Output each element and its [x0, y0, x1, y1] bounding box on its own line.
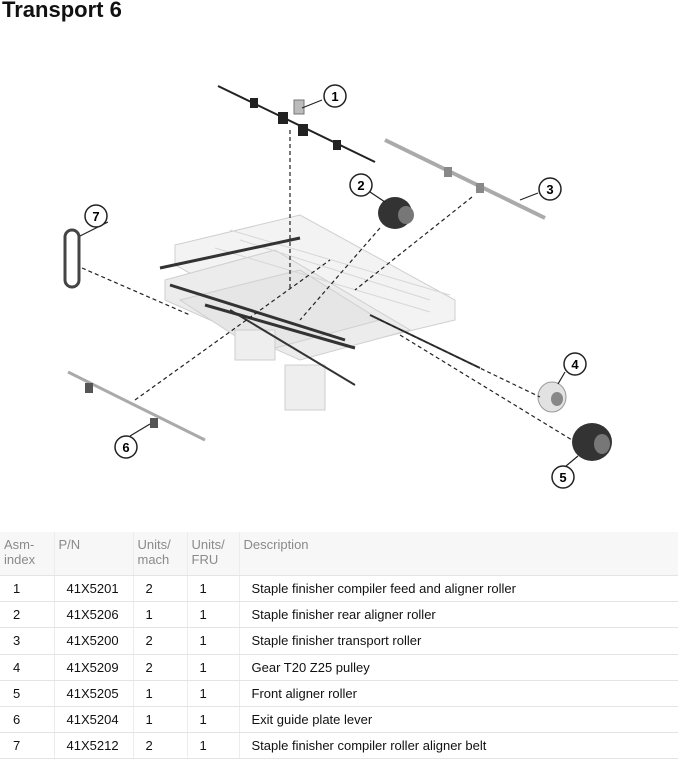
cell-index: 1 — [0, 575, 55, 603]
cell-units-fru: 1 — [187, 627, 240, 655]
cell-pn: 41X5209 — [54, 654, 134, 681]
cell-units-fru: 1 — [187, 575, 240, 603]
cell-index: 7 — [0, 732, 55, 760]
part-7-aligner-belt — [63, 228, 81, 289]
cell-pn: 41X5205 — [54, 680, 134, 707]
cell-description: Exit guide plate lever — [239, 706, 678, 734]
cell-units-fru: 1 — [187, 732, 240, 760]
cell-pn: 41X5204 — [54, 706, 134, 734]
cell-units-fru: 1 — [187, 706, 240, 734]
cell-pn: 41X5212 — [54, 732, 134, 760]
header-pn: P/N — [54, 532, 134, 576]
cell-units-fru: 1 — [187, 601, 240, 629]
cell-description: Staple finisher compiler roller aligner … — [239, 732, 678, 760]
part-5-front-aligner-roller — [572, 423, 612, 461]
table-header-row: Asm-index P/N Units/mach Units/FRU Descr… — [0, 532, 678, 576]
cell-pn: 41X5201 — [54, 575, 134, 603]
table-row: 3 41X5200 2 1 Staple finisher transport … — [0, 627, 678, 655]
transport-assembly — [164, 214, 456, 411]
callout-5-label: 5 — [559, 470, 566, 485]
cell-index: 4 — [0, 654, 55, 681]
cell-units-mach: 1 — [133, 706, 188, 734]
callout-1: 1 — [323, 84, 347, 108]
cell-index: 5 — [0, 680, 55, 707]
part-6-exit-guide-plate-lever — [67, 370, 206, 442]
cell-index: 3 — [0, 627, 55, 655]
cell-units-mach: 1 — [133, 601, 188, 629]
cell-description: Staple finisher transport roller — [239, 627, 678, 655]
cell-units-mach: 2 — [133, 575, 188, 603]
callout-1-label: 1 — [331, 89, 338, 104]
cell-description: Gear T20 Z25 pulley — [239, 654, 678, 681]
callout-5: 5 — [551, 465, 575, 489]
cell-pn: 41X5200 — [54, 627, 134, 655]
table-row: 6 41X5204 1 1 Exit guide plate lever — [0, 706, 678, 734]
part-3-transport-roller — [384, 138, 546, 220]
header-asm-index: Asm-index — [0, 532, 55, 576]
callout-7-label: 7 — [92, 209, 99, 224]
part-1-feed-aligner-roller — [217, 85, 376, 163]
cell-index: 2 — [0, 601, 55, 629]
callout-pointers — [79, 99, 579, 467]
leader-lines — [81, 130, 573, 441]
table-row: 7 41X5212 2 1 Staple finisher compiler r… — [0, 732, 678, 760]
header-units-mach: Units/mach — [133, 532, 188, 576]
callout-7: 7 — [84, 204, 108, 228]
table-row: 2 41X5206 1 1 Staple finisher rear align… — [0, 601, 678, 629]
cell-units-fru: 1 — [187, 654, 240, 681]
header-description: Description — [239, 532, 678, 576]
callout-3: 3 — [538, 177, 562, 201]
callout-4-label: 4 — [571, 357, 579, 372]
callout-4: 4 — [563, 352, 587, 376]
callout-3-label: 3 — [546, 182, 553, 197]
callout-2-label: 2 — [357, 178, 364, 193]
page-title: Transport 6 — [2, 0, 122, 22]
parts-table: Asm-index P/N Units/mach Units/FRU Descr… — [0, 532, 678, 760]
exploded-parts-diagram: 1 2 3 4 5 6 7 — [63, 84, 612, 489]
cell-pn: 41X5206 — [54, 601, 134, 629]
cell-description: Staple finisher rear aligner roller — [239, 601, 678, 629]
callout-2: 2 — [349, 173, 373, 197]
part-4-gear-pulley — [537, 381, 567, 413]
cell-units-mach: 2 — [133, 732, 188, 760]
table-row: 1 41X5201 2 1 Staple finisher compiler f… — [0, 575, 678, 603]
table-row: 4 41X5209 2 1 Gear T20 Z25 pulley — [0, 654, 678, 681]
cell-index: 6 — [0, 706, 55, 734]
table-row: 5 41X5205 1 1 Front aligner roller — [0, 680, 678, 707]
cell-units-fru: 1 — [187, 680, 240, 707]
cell-description: Staple finisher compiler feed and aligne… — [239, 575, 678, 603]
header-units-fru: Units/FRU — [187, 532, 240, 576]
cell-description: Front aligner roller — [239, 680, 678, 707]
callout-6-label: 6 — [122, 440, 129, 455]
cell-units-mach: 2 — [133, 654, 188, 681]
callout-6: 6 — [114, 435, 138, 459]
part-2-rear-aligner-roller — [378, 197, 414, 229]
cell-units-mach: 1 — [133, 680, 188, 707]
cell-units-mach: 2 — [133, 627, 188, 655]
